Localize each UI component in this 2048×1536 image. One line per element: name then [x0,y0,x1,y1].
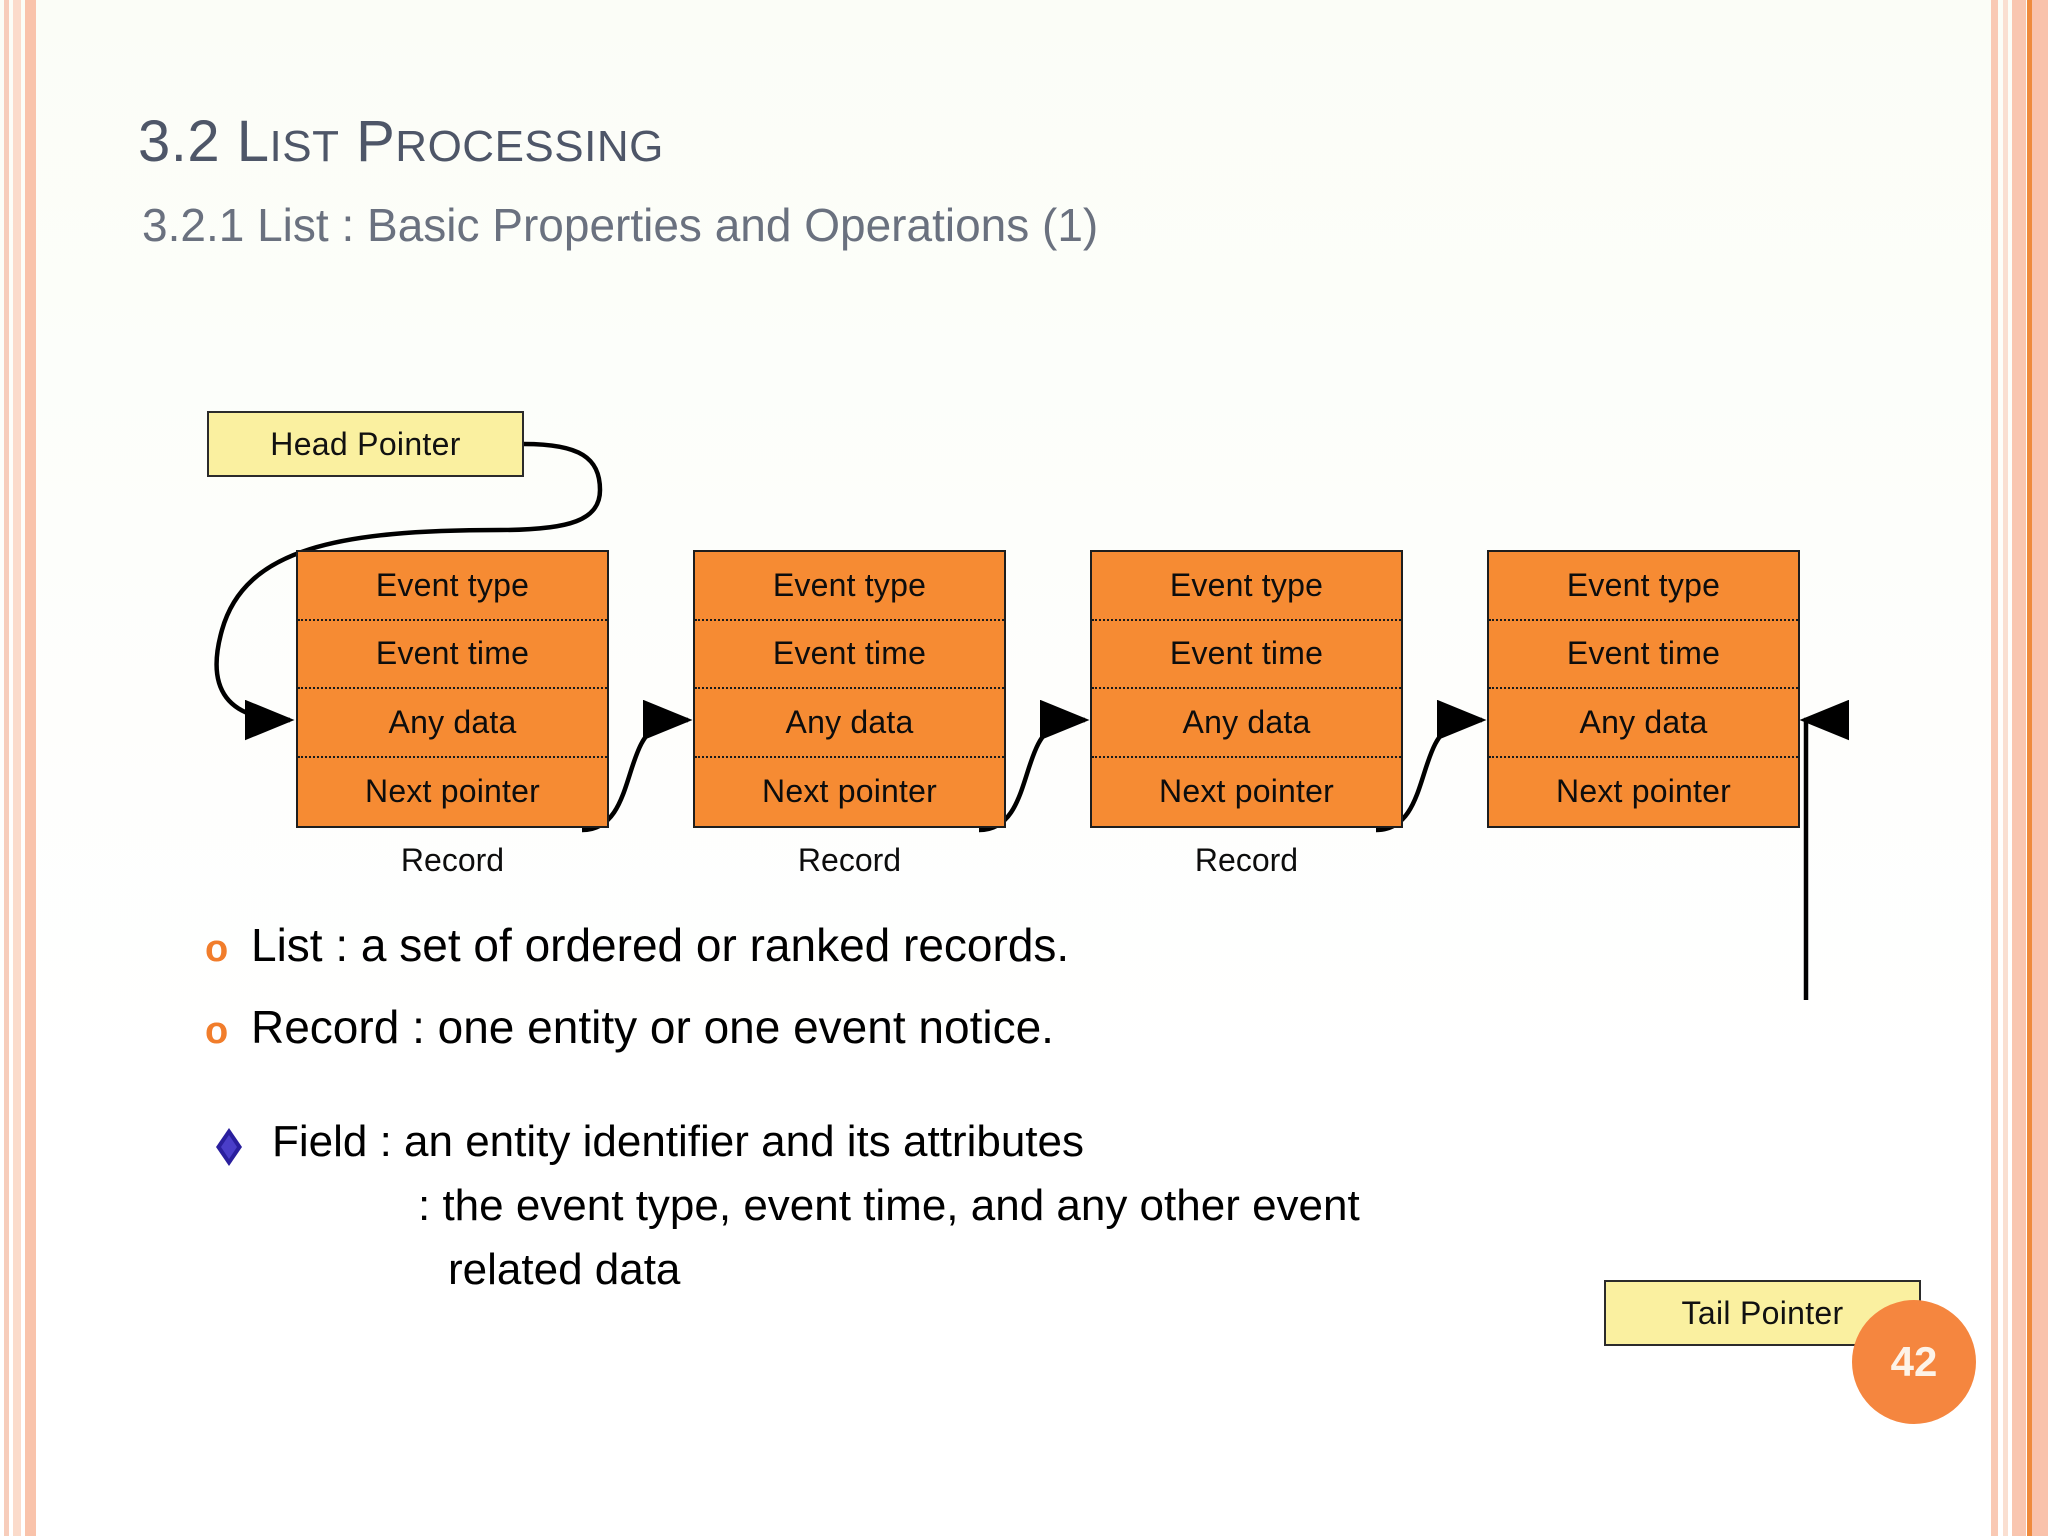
bullet-list: o List : a set of ordered or ranked reco… [205,918,1855,1082]
record-box-3: Event type Event time Any data Next poin… [1090,550,1403,828]
right-border-stripe-1 [1991,0,1998,1536]
diagram-connector-arrows [214,441,1850,1000]
record-field-event-time: Event time [1489,621,1798,689]
page-subtitle: 3.2.1 List : Basic Properties and Operat… [142,199,1099,251]
record-field-any-data: Any data [298,689,607,758]
record-field-event-type: Event type [1092,552,1401,621]
page-title: 3.2 LIST PROCESSING [138,108,664,175]
head-pointer-box: Head Pointer [207,411,524,477]
record-caption-2: Record [797,842,902,878]
list-item: o Record : one entity or one event notic… [205,1000,1855,1054]
right-border-stripe-2 [2003,0,2008,1536]
circle-bullet-icon: o [205,928,229,970]
record-box-2: Event type Event time Any data Next poin… [693,550,1006,828]
field-line-2: : the event type, event time, and any ot… [418,1180,1360,1230]
record-field-event-type: Event type [695,552,1004,621]
right-border-stripe-4 [2032,0,2048,1536]
record-box-4: Event type Event time Any data Next poin… [1487,550,1800,828]
left-border-stripe-1 [4,0,9,1536]
record-field-next-pointer: Next pointer [365,773,540,810]
record-caption-1: Record [400,842,505,878]
record-field-event-time: Event time [695,621,1004,689]
diamond-bullet-icon [212,1126,272,1173]
field-definition-block: Field : an entity identifier and its att… [212,1110,1912,1301]
page-number-badge: 42 [1852,1300,1976,1424]
left-border-stripe-2 [13,0,21,1536]
record-field-next-pointer: Next pointer [762,773,937,810]
field-definition-lines: Field : an entity identifier and its att… [272,1110,1360,1301]
record-field-event-type: Event type [1489,552,1798,621]
linked-list-diagram: Head Pointer Event type Event time Any d… [0,380,2048,1346]
record-field-event-time: Event time [298,621,607,689]
right-border-stripe-3 [2012,0,2026,1536]
field-line-3: related data [448,1244,681,1294]
record-field-any-data: Any data [695,689,1004,758]
record-caption-3: Record [1194,842,1299,878]
record-box-1: Event type Event time Any data Next poin… [296,550,609,828]
circle-bullet-icon: o [205,1010,229,1052]
bullet-text-record: Record : one entity or one event notice. [251,1001,1054,1053]
bullet-text-list: List : a set of ordered or ranked record… [251,919,1070,971]
title-number: 3.2 [138,109,221,174]
record-field-next-pointer: Next pointer [1556,773,1731,810]
title-text: LIST PROCESSING [236,109,664,174]
field-line-1: Field : an entity identifier and its att… [272,1117,1084,1166]
record-field-event-type: Event type [298,552,607,621]
left-border-stripe-3 [25,0,36,1536]
list-item: o List : a set of ordered or ranked reco… [205,918,1855,972]
record-field-next-pointer: Next pointer [1159,773,1334,810]
right-border-accent-line [2027,0,2032,1536]
record-field-event-time: Event time [1092,621,1401,689]
record-field-any-data: Any data [1092,689,1401,758]
record-field-any-data: Any data [1489,689,1798,758]
